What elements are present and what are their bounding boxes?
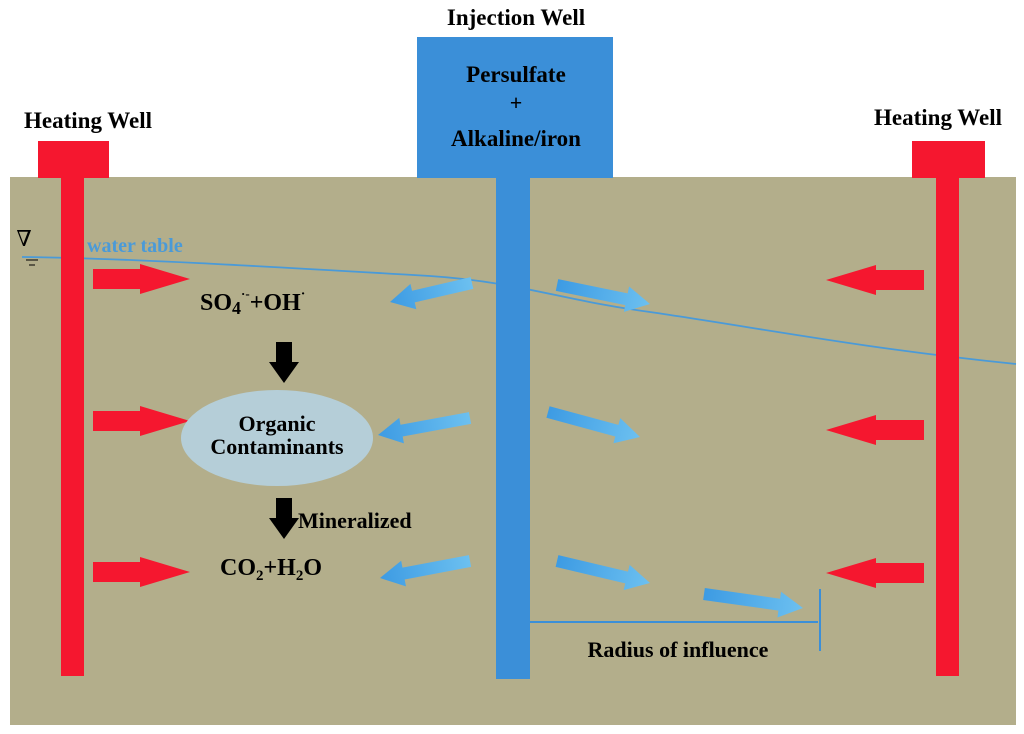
heating-well-right [912, 141, 985, 676]
water-table-label: water table [87, 235, 183, 257]
heating-well-left-shaft [61, 177, 84, 676]
radical-label: SO4·-+OH· [200, 286, 305, 318]
left-arrow-icon [826, 558, 924, 588]
block-arrow-icon [555, 555, 651, 591]
heating-well-left-cap [38, 141, 109, 178]
injection-well [417, 37, 613, 679]
injection-well-head [417, 37, 613, 178]
products-label: CO2+H2O [220, 555, 322, 584]
contaminants-line2: Contaminants [210, 434, 344, 459]
block-arrow-icon [546, 406, 641, 444]
mineralized-label: Mineralized [298, 508, 412, 533]
heating-well-right-label: Heating Well [874, 105, 1002, 130]
down-arrow-icon [269, 498, 299, 539]
injection-well-label: Injection Well [447, 5, 585, 30]
block-arrow-icon [377, 412, 472, 444]
right-arrow-icon [93, 406, 190, 436]
right-arrow-icon [93, 264, 190, 294]
heating-well-right-shaft [936, 177, 959, 676]
block-arrow-icon [555, 279, 651, 312]
heat-arrows-left [93, 264, 190, 587]
radius-of-influence [530, 589, 821, 651]
heat-arrows-right [826, 265, 924, 588]
injection-well-shaft [496, 177, 530, 679]
injection-chemical-line1: Persulfate [466, 62, 566, 87]
heating-well-left-label: Heating Well [24, 108, 152, 133]
heating-well-right-cap [912, 141, 985, 178]
block-arrow-icon [703, 588, 804, 618]
radius-label: Radius of influence [588, 637, 769, 662]
heating-well-left [38, 141, 109, 676]
right-arrow-icon [93, 557, 190, 587]
water-table-icon: ∇ [16, 226, 31, 251]
contaminants-ellipse [181, 390, 373, 486]
left-arrow-icon [826, 265, 924, 295]
injection-chemical-plus: + [510, 90, 523, 115]
left-arrow-icon [826, 415, 924, 445]
down-arrow-icon [269, 342, 299, 383]
block-arrow-icon [390, 277, 474, 310]
water-table-line [21, 256, 1017, 365]
block-arrow-icon [380, 555, 472, 587]
flow-arrows [377, 277, 804, 618]
contaminants-line1: Organic [239, 411, 316, 436]
injection-chemical-line2: Alkaline/iron [451, 126, 581, 151]
